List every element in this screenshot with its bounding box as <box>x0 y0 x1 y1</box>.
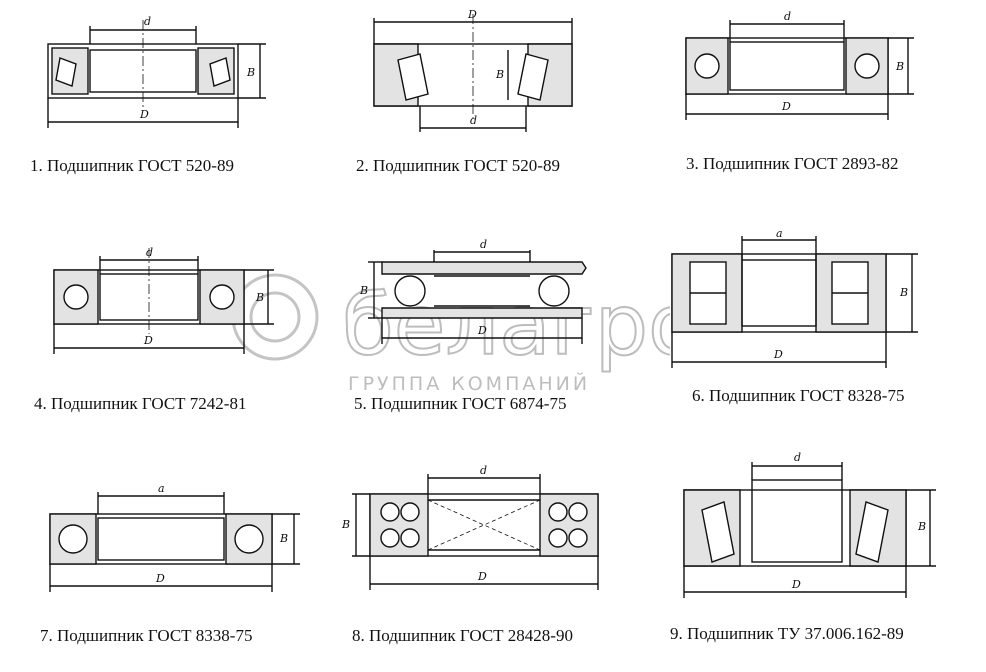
bearing-4-dim-bore: d <box>146 246 153 259</box>
bearing-3-dim-outer: D <box>781 100 791 113</box>
bearing-3-dim-width: B <box>895 60 904 73</box>
bearing-2-caption: 2. Подшипник ГОСТ 520-89 <box>356 156 560 175</box>
bearing-8-drawing: d D B <box>341 464 599 590</box>
bearing-5-dim-width: B <box>359 284 368 297</box>
bearing-7-dim-width: B <box>279 532 288 545</box>
bearing-item-5: d D B 5. Подшипник ГОСТ 6874-75 <box>330 230 660 430</box>
bearing-1-dim-width: B <box>246 66 255 79</box>
bearing-3-dim-bore: d <box>784 10 791 23</box>
bearing-2-dim-bore: d <box>470 114 477 127</box>
bearing-8-dim-outer: D <box>477 570 487 583</box>
bearing-item-7: a D B 7. Подшипник ГОСТ 8338-75 <box>0 470 330 670</box>
bearing-7-dim-bore: a <box>158 482 165 495</box>
bearing-5-dim-bore: d <box>480 238 487 251</box>
bearing-9-caption: 9. Подшипник ТУ 37.006.162-89 <box>670 624 904 643</box>
bearing-3-caption: 3. Подшипник ГОСТ 2893-82 <box>686 154 899 173</box>
bearing-8-caption: 8. Подшипник ГОСТ 28428-90 <box>352 626 573 645</box>
bearing-4-dim-width: B <box>255 291 264 304</box>
bearing-item-4: d D B 4. Подшипник ГОСТ 7242-81 <box>0 230 330 430</box>
bearing-7-drawing: a D B <box>49 482 300 592</box>
bearing-5-caption: 5. Подшипник ГОСТ 6874-75 <box>354 394 567 413</box>
bearing-item-9: d D B 9. Подшипник ТУ 37.006.162-89 <box>656 440 986 670</box>
bearing-2-dim-width: B <box>495 68 504 81</box>
bearing-item-2: D d B 2. Подшипник ГОСТ 520-89 <box>330 0 660 210</box>
bearing-6-dim-bore: a <box>776 227 783 240</box>
bearing-item-1: d D B 1. Подшипник ГОСТ 520-89 <box>0 0 330 210</box>
bearing-8-dim-bore: d <box>480 464 487 477</box>
bearing-item-3: d D B 3. Подшипник ГОСТ 2893-82 <box>656 0 986 210</box>
bearing-4-drawing: d D B <box>53 246 274 354</box>
bearing-item-8: d D B 8. Подшипник ГОСТ 28428-90 <box>330 450 660 670</box>
bearing-6-drawing: a D B <box>671 227 918 368</box>
bearing-7-dim-outer: D <box>155 572 165 585</box>
bearing-9-dim-bore: d <box>794 451 801 464</box>
bearing-2-drawing: D d B <box>373 8 573 132</box>
bearing-4-dim-outer: D <box>143 334 153 347</box>
bearing-item-6: a D B 6. Подшипник ГОСТ 8328-75 <box>656 220 986 420</box>
bearing-6-caption: 6. Подшипник ГОСТ 8328-75 <box>692 386 905 405</box>
bearing-9-drawing: d D B <box>683 451 936 598</box>
bearing-9-dim-outer: D <box>791 578 801 591</box>
bearing-1-caption: 1. Подшипник ГОСТ 520-89 <box>30 156 234 175</box>
bearing-9-dim-width: B <box>917 520 926 533</box>
bearing-1-drawing: d D B <box>47 15 266 128</box>
bearing-6-dim-width: B <box>899 286 908 299</box>
bearing-5-drawing: d D B <box>359 238 587 344</box>
bearing-1-dim-bore: d <box>144 15 151 28</box>
bearing-6-dim-outer: D <box>773 348 783 361</box>
bearing-1-dim-outer: D <box>139 108 149 121</box>
bearing-4-caption: 4. Подшипник ГОСТ 7242-81 <box>34 394 247 413</box>
bearing-8-dim-width: B <box>341 518 350 531</box>
bearing-5-dim-outer: D <box>477 324 487 337</box>
bearing-7-caption: 7. Подшипник ГОСТ 8338-75 <box>40 626 253 645</box>
bearing-2-dim-outer: D <box>467 8 477 21</box>
bearing-3-drawing: d D B <box>685 10 914 120</box>
